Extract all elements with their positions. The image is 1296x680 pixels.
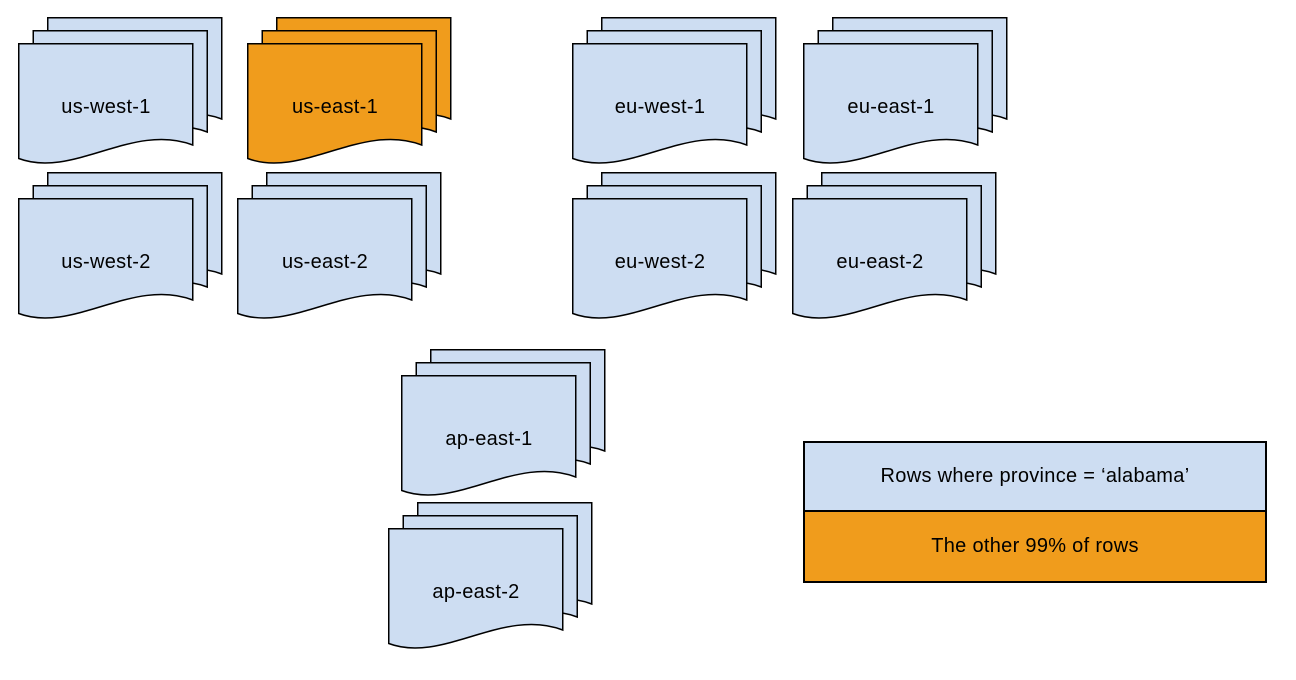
document-page-front — [388, 528, 564, 649]
document-page-front — [572, 198, 748, 319]
region-stack-eu-west-2: eu-west-2 — [572, 172, 777, 334]
document-page-front — [247, 43, 423, 164]
document-stack-icon — [18, 17, 223, 164]
document-stack-icon — [247, 17, 452, 164]
document-page-front — [572, 43, 748, 164]
document-page-front — [792, 198, 968, 319]
document-page-front — [803, 43, 979, 164]
document-stack-icon — [388, 502, 593, 649]
legend-item-other-label: The other 99% of rows — [931, 535, 1139, 557]
document-stack-icon — [572, 172, 777, 319]
document-stack-icon — [237, 172, 442, 319]
region-stack-us-east-1-highlighted: us-east-1 — [247, 17, 452, 179]
legend: Rows where province = ‘alabama’ The othe… — [803, 441, 1267, 583]
legend-item-alabama-label: Rows where province = ‘alabama’ — [880, 465, 1190, 487]
region-stack-us-east-2: us-east-2 — [237, 172, 442, 334]
region-stack-eu-east-1: eu-east-1 — [803, 17, 1008, 179]
document-stack-icon — [803, 17, 1008, 164]
region-stack-ap-east-2: ap-east-2 — [388, 502, 593, 664]
document-stack-icon — [18, 172, 223, 319]
document-stack-icon — [401, 349, 606, 496]
legend-item-alabama-rows: Rows where province = ‘alabama’ — [805, 443, 1265, 512]
document-page-front — [18, 198, 194, 319]
document-page-front — [237, 198, 413, 319]
region-stack-ap-east-1: ap-east-1 — [401, 349, 606, 511]
document-stack-icon — [792, 172, 997, 319]
region-stack-eu-west-1: eu-west-1 — [572, 17, 777, 179]
document-page-front — [401, 375, 577, 496]
region-stack-eu-east-2: eu-east-2 — [792, 172, 997, 334]
legend-item-other-rows: The other 99% of rows — [805, 512, 1265, 581]
region-stack-us-west-2: us-west-2 — [18, 172, 223, 334]
document-page-front — [18, 43, 194, 164]
document-stack-icon — [572, 17, 777, 164]
region-stack-us-west-1: us-west-1 — [18, 17, 223, 179]
